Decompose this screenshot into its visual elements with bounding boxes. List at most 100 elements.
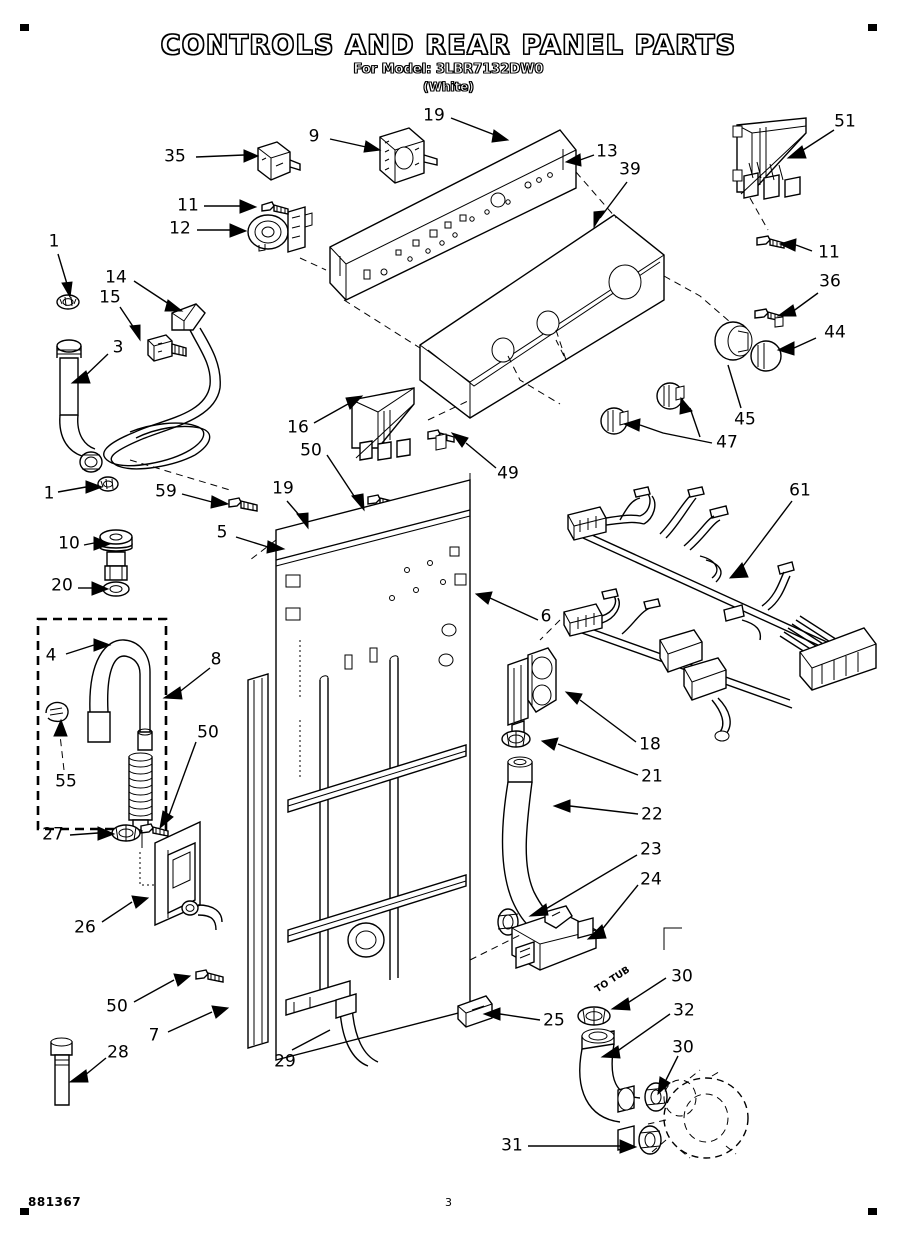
callout-19: 19 [423,105,445,126]
part-9-timer [379,127,438,184]
callout-35: 35 [164,146,186,167]
callout-49: 49 [497,463,519,484]
callout-44: 44 [824,322,846,343]
callout-31: 31 [501,1135,523,1156]
page-title: CONTROLS AND REAR PANEL PARTS [160,29,737,61]
callout-1: 1 [43,483,55,504]
part-39-console-top [419,214,665,419]
registration-mark-bottom-right [868,1208,877,1215]
part-3-inlet-hose [56,339,103,473]
callout-50: 50 [106,996,128,1017]
part-47-knobs [600,382,685,435]
callout-12: 12 [169,218,191,239]
callout-61: 61 [789,480,811,501]
part-24-pump-bracket [511,905,597,971]
part-1-washer-lower [97,476,119,492]
registration-mark-bottom-left [20,1208,29,1215]
callout-1: 1 [48,231,60,252]
callout-9: 9 [308,126,320,147]
part-26-pump-bracket [139,820,223,931]
part-50-screw-b [195,969,224,983]
callout-23: 23 [640,839,662,860]
part-4-drain-hose [87,639,153,751]
callout-15: 15 [99,287,121,308]
part-16-side-bracket [351,387,415,461]
callout-24: 24 [640,869,662,890]
part-61-wire-harness [563,486,877,742]
callout-22: 22 [641,804,663,825]
leader-lines [53,117,835,1154]
model-line: For Model: 3LBR7132DW0 [0,62,897,78]
part-50-screw-a [140,823,169,837]
part-6-rear-panel [247,479,471,1067]
callout-7: 7 [148,1025,160,1046]
part-27-clamp [111,824,141,842]
callout-30: 30 [672,1037,694,1058]
part-59-screw [228,497,258,512]
callout-36: 36 [819,271,841,292]
callout-29: 29 [274,1051,296,1072]
part-25-clip [457,995,493,1028]
part-13-console-panel [329,129,577,301]
part-32-drain-hose [579,1028,641,1151]
callout-50: 50 [300,440,322,461]
callout-45: 45 [734,409,756,430]
part-8-corrugated-hose [128,752,153,831]
callout-10: 10 [58,533,80,554]
callout-16: 16 [287,417,309,438]
part-35-switch [257,141,301,181]
part-44-knob [750,340,782,372]
callout-51: 51 [834,111,856,132]
page-number: 3 [445,1196,452,1209]
callout-28: 28 [107,1042,129,1063]
callout-27: 27 [42,824,64,845]
part-1-washer-upper [56,294,80,310]
registration-mark-top-right [868,24,877,31]
callout-50: 50 [197,722,219,743]
part-14-15-power-cord [103,303,221,470]
registration-mark-top-left [20,24,29,31]
callout-32: 32 [673,1000,695,1021]
callout-13: 13 [596,141,618,162]
part-12-pressure-switch [247,206,313,253]
callout-39: 39 [619,159,641,180]
callout-4: 4 [45,645,57,666]
callout-30: 30 [671,966,693,987]
part-28-hose-fitting [50,1037,73,1106]
part-36-screw [754,308,784,328]
callout-14: 14 [105,267,127,288]
model-prefix: For Model: [353,62,436,78]
footer-code: 881367 [28,1195,82,1209]
callout-18: 18 [639,734,661,755]
callout-5: 5 [216,522,228,543]
callout-8: 8 [210,649,222,670]
part-group-dashed-box [36,617,168,831]
color-variant: (White) [423,80,475,95]
part-51-console-end-cap [732,117,807,200]
callout-21: 21 [641,766,663,787]
callout-3: 3 [112,337,124,358]
model-number: 3LBR7132DW0 [435,62,544,78]
callout-47: 47 [716,432,738,453]
pump-motor-phantom [647,1069,749,1159]
part-30-clamp-upper [577,1006,611,1026]
callout-25: 25 [543,1010,565,1031]
part-49-screw [427,429,455,451]
part-11-screw-right [756,235,785,249]
part-45-control-knob [714,321,753,361]
callout-11: 11 [818,242,840,263]
callout-55: 55 [55,771,77,792]
part-11-screw-upper [261,201,289,215]
part-10-bolt [99,529,133,581]
part-18-water-valve [507,647,557,743]
callout-6: 6 [540,606,552,627]
part-31-clamp [638,1125,662,1155]
callout-59: 59 [155,481,177,502]
callout-19: 19 [272,478,294,499]
part-21-clamp [501,730,531,748]
callout-20: 20 [51,575,73,596]
callout-11: 11 [177,195,199,216]
part-55-clamp [45,701,69,723]
